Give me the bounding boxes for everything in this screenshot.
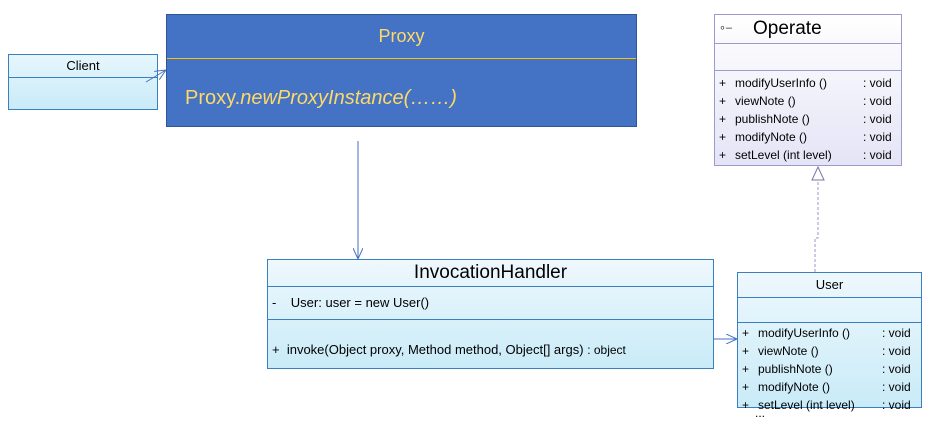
operate-method-row: + modifyNote () : void xyxy=(719,128,901,146)
invocation-handler-class[interactable]: InvocationHandler - User: user = new Use… xyxy=(267,259,714,369)
method-visibility: + xyxy=(719,94,727,108)
operate-title: Operate xyxy=(753,18,822,39)
operate-method-row: + publishNote () : void xyxy=(719,110,901,128)
method-name: publishNote () xyxy=(758,362,833,376)
method-visibility: + xyxy=(719,112,727,126)
attribute-visibility: - xyxy=(272,295,277,310)
method-name: modifyNote () xyxy=(758,380,831,394)
method-return: : void xyxy=(882,326,911,340)
client-class[interactable]: Client xyxy=(8,54,158,110)
method-return: : object xyxy=(587,343,626,357)
operate-attributes-compartment xyxy=(715,44,901,71)
proxy-class[interactable]: Proxy Proxy.newProxyInstance(……) xyxy=(166,14,637,127)
method-visibility: + xyxy=(719,148,727,162)
method-name: setLevel (int level) xyxy=(758,398,855,412)
proxy-class-body: Proxy.newProxyInstance(……) xyxy=(167,59,636,110)
method-return: : void xyxy=(882,398,911,412)
method-return: : void xyxy=(863,148,892,162)
user-more-ellipsis: ... xyxy=(755,406,766,420)
method-return: : void xyxy=(863,130,892,144)
attribute-text: User: user = new User() xyxy=(290,295,430,310)
proxy-body-prefix: Proxy. xyxy=(185,87,241,109)
user-operations: + modifyUserInfo () : void + viewNote () : v… xyxy=(738,323,921,414)
user-method-row: + publishNote () : void xyxy=(742,360,921,378)
method-name: modifyNote () xyxy=(735,130,808,144)
realization-arrowhead xyxy=(811,165,825,181)
method-name: viewNote () xyxy=(758,344,819,358)
user-method-row: + modifyNote () : void xyxy=(742,378,921,396)
interface-icon: ∘– xyxy=(719,22,733,34)
method-return: : void xyxy=(863,112,892,126)
method-visibility: + xyxy=(742,362,750,376)
method-return: : void xyxy=(882,380,911,394)
operate-method-row: + modifyUserInfo () : void xyxy=(719,74,901,92)
client-class-title: Client xyxy=(9,55,157,78)
method-signature: invoke(Object proxy, Method method, Obje… xyxy=(286,342,584,357)
user-realizes-operate-line xyxy=(814,180,819,272)
method-visibility: + xyxy=(742,398,750,412)
user-method-row: + viewNote () : void xyxy=(742,342,921,360)
operate-method-row: + setLevel (int level) : void xyxy=(719,146,901,164)
method-return: : void xyxy=(863,94,892,108)
operate-header: ∘– Operate xyxy=(715,15,901,44)
operate-operations: + modifyUserInfo () : void + viewNote () : v… xyxy=(715,71,901,164)
method-name: viewNote () xyxy=(735,94,796,108)
proxy-body-method: newProxyInstance(……) xyxy=(240,87,457,109)
method-name: modifyUserInfo () xyxy=(735,76,828,90)
user-method-row: + modifyUserInfo () : void xyxy=(742,324,921,342)
invocation-handler-attribute: - User: user = new User() xyxy=(268,287,713,320)
invocation-handler-title: InvocationHandler xyxy=(268,260,713,287)
method-return: : void xyxy=(863,76,892,90)
method-name: setLevel (int level) xyxy=(735,148,832,162)
method-name: publishNote () xyxy=(735,112,810,126)
method-visibility: + xyxy=(742,344,750,358)
invocation-handler-method: + invoke(Object proxy, Method method, Ob… xyxy=(268,320,713,357)
method-name: modifyUserInfo () xyxy=(758,326,851,340)
method-visibility: + xyxy=(719,130,727,144)
client-to-proxy-arrow xyxy=(145,70,166,83)
method-return: : void xyxy=(882,362,911,376)
user-class-title: User xyxy=(738,273,921,298)
operate-interface[interactable]: ∘– Operate + modifyUserInfo () : void + vie… xyxy=(714,14,902,166)
method-visibility: + xyxy=(719,76,727,90)
proxy-class-title: Proxy xyxy=(167,15,636,59)
method-visibility: + xyxy=(742,380,750,394)
user-method-row: + setLevel (int level) : void xyxy=(742,396,921,414)
method-visibility: + xyxy=(272,342,280,357)
user-attributes-compartment xyxy=(738,298,921,323)
operate-method-row: + viewNote () : void xyxy=(719,92,901,110)
method-visibility: + xyxy=(742,326,750,340)
method-return: : void xyxy=(882,344,911,358)
user-class[interactable]: User + modifyUserInfo () : void + viewNote … xyxy=(737,272,922,412)
